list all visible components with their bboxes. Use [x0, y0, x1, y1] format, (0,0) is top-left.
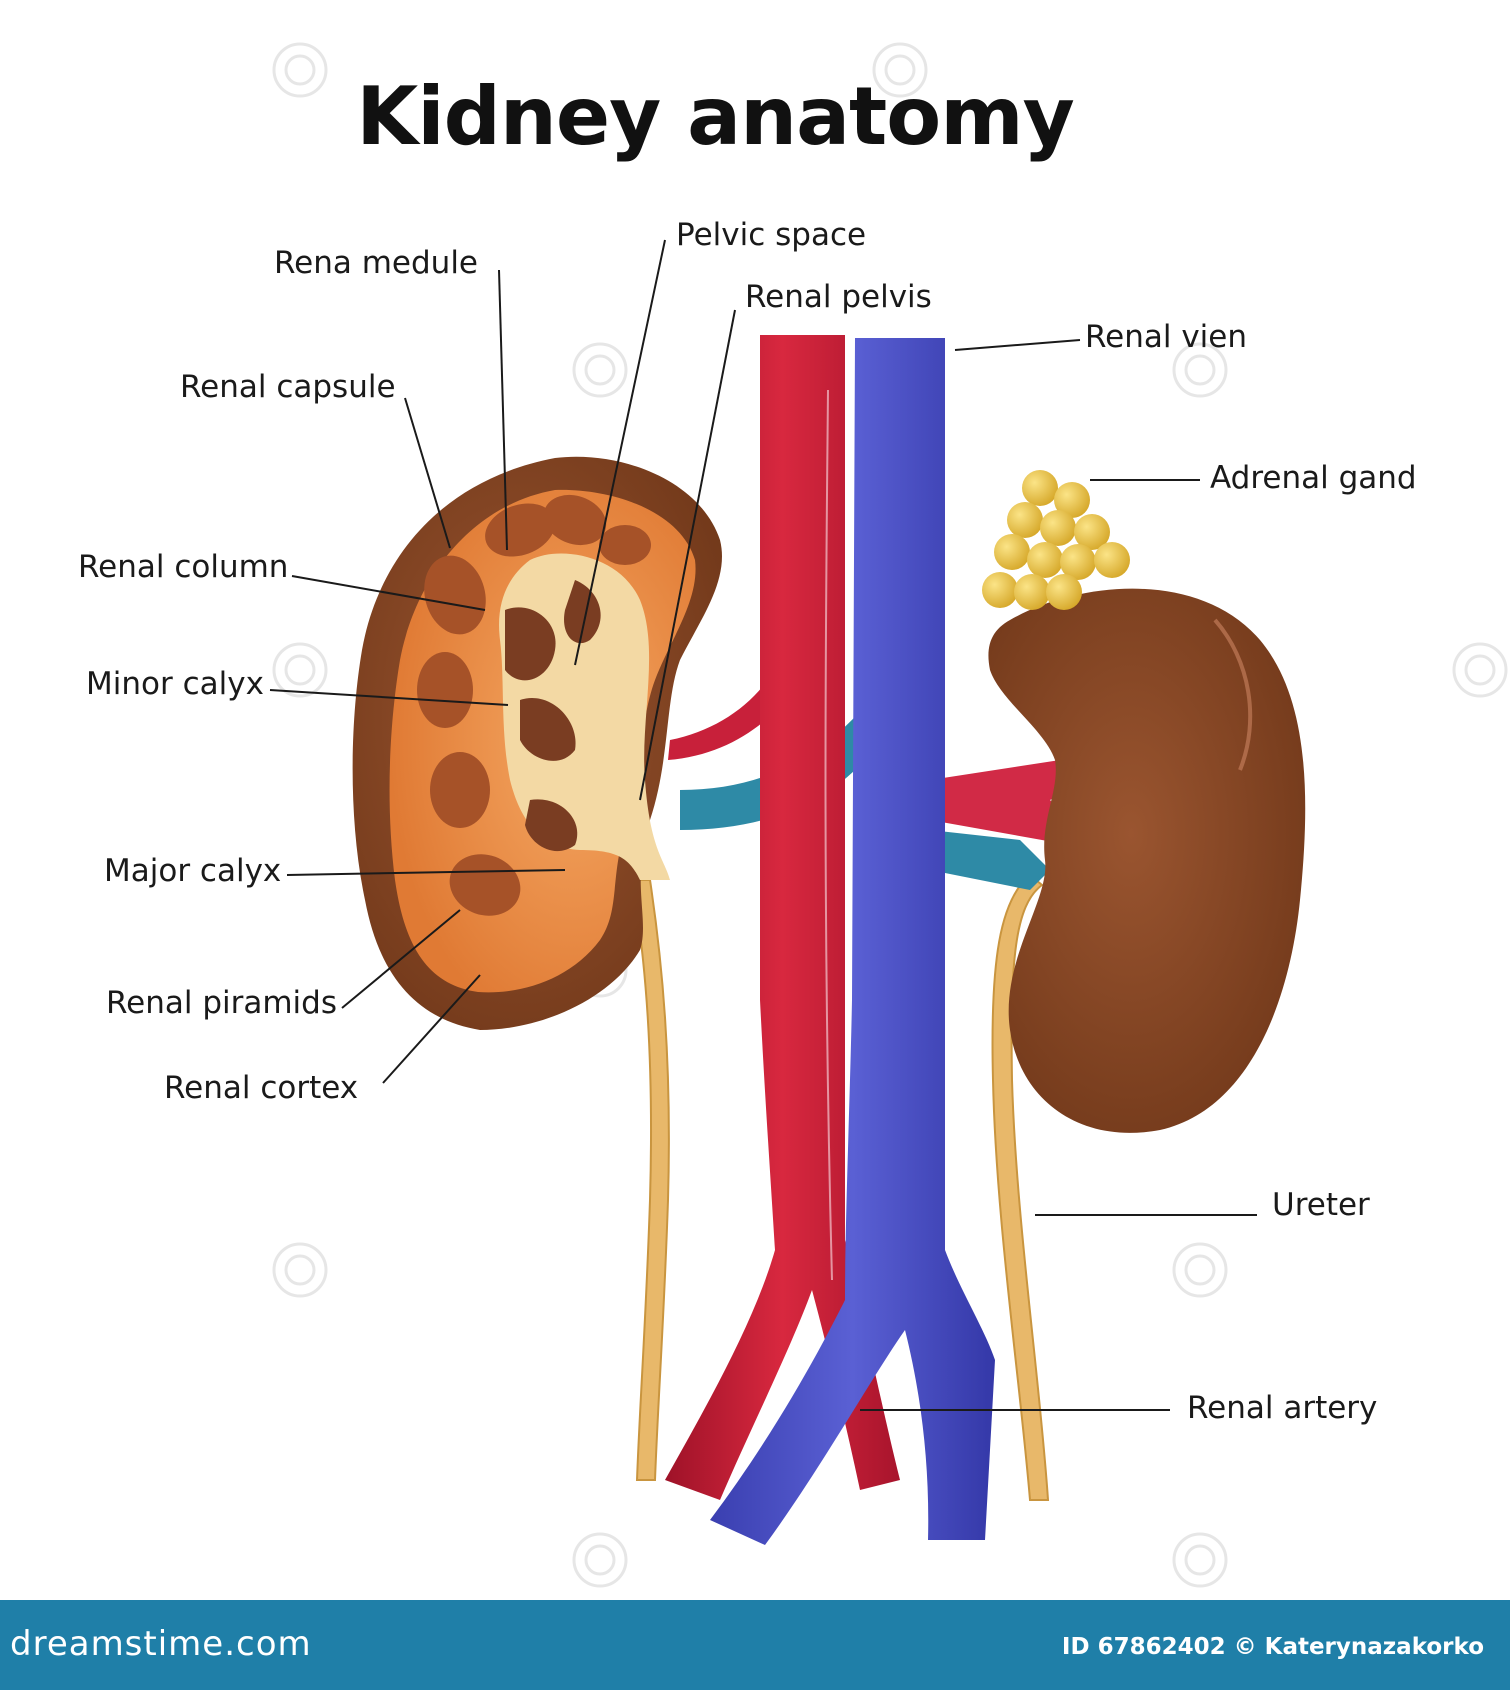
vessel-highlight	[824, 389, 833, 1281]
right-renal-artery-branch	[930, 760, 1080, 845]
label-ureter: Ureter	[1272, 1187, 1370, 1223]
label-renal-column: Renal column	[78, 549, 289, 585]
vena-cava	[710, 338, 995, 1545]
label-pelvic-space: Pelvic space	[676, 217, 867, 253]
label-renal-vien: Renal vien	[1085, 319, 1248, 355]
label-renal-pelvis: Renal pelvis	[745, 279, 932, 315]
page-title: Kidney anatomy	[356, 70, 1075, 163]
footer-credit: ID 67862402 © Katerynazakorko	[1061, 1634, 1484, 1660]
left-renal-vein-branch	[680, 700, 880, 830]
left-kidney-cross-section	[352, 456, 722, 1030]
label-major-calyx: Major calyx	[104, 853, 282, 889]
aorta	[665, 335, 900, 1500]
label-rena-medule: Rena medule	[274, 245, 478, 281]
label-renal-cortex: Renal cortex	[164, 1070, 359, 1106]
label-renal-piramids: Renal piramids	[106, 985, 338, 1021]
label-renal-capsule: Renal capsule	[180, 369, 396, 405]
label-renal-artery: Renal artery	[1187, 1390, 1378, 1426]
leader-lines	[269, 239, 1257, 1411]
label-adrenal-gand: Adrenal gand	[1210, 460, 1417, 496]
right-renal-vein-branch	[930, 830, 1050, 890]
footer-bar: dreamstime.com ID 67862402 © Katerynazak…	[0, 1600, 1510, 1690]
adrenal-gland	[982, 470, 1130, 610]
footer-brand: dreamstime.com	[10, 1624, 312, 1664]
right-kidney-highlight	[1213, 618, 1253, 771]
label-minor-calyx: Minor calyx	[86, 666, 264, 702]
right-kidney	[988, 588, 1306, 1133]
left-ureter	[630, 879, 670, 1481]
